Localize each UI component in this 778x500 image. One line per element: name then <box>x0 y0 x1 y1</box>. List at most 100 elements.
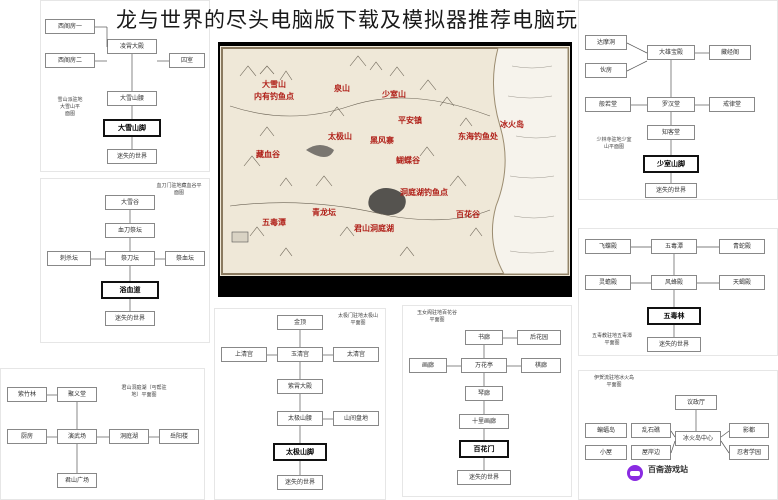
node-binghuodaozhongxin: 冰火岛中心 <box>675 431 721 446</box>
map-label: 百花谷 <box>456 209 480 219</box>
panel-caption: 血刀门驻地藏血谷平 面图 <box>156 183 202 196</box>
node-houhuayuan: 后花园 <box>517 330 561 345</box>
panel-taiji: 太极门驻地太极山 平面图 金顶 上清宫 玉清宫 太清宫 紫霄大殿 太极山腰 山间… <box>214 308 386 500</box>
node-boretang: 般若堂 <box>585 97 631 112</box>
node-yanwuchang: 演武场 <box>57 429 97 444</box>
node-wudulin: 五毒林 <box>647 307 701 325</box>
node-mishi: 迷失的世界 <box>107 149 157 164</box>
node-mishi: 迷失的世界 <box>457 470 511 485</box>
panel-links <box>447 337 521 470</box>
node-shilihualang: 十里画廊 <box>459 414 509 429</box>
panel-caption: 伊贺流驻地冰火岛 平面图 <box>593 375 634 388</box>
node-zizhulin: 紫竹林 <box>7 387 47 402</box>
map-label: 东海钓鱼处 <box>458 131 498 141</box>
node-jinding: 金顶 <box>277 315 323 330</box>
node-mishi: 迷失的世界 <box>105 311 155 326</box>
node-taijishanjiao: 太极山脚 <box>273 443 327 461</box>
panel-shaoshi: 达摩洞 大雄宝殿 藏经阁 伙房 般若堂 罗汉堂 戒律堂 知客堂 少林寺驻地少室 … <box>578 0 778 200</box>
node-jixuetan: 祭血坛 <box>165 251 205 266</box>
node-yuqinggong: 玉清宫 <box>277 347 323 362</box>
node-cangjingge: 藏经阁 <box>709 45 751 60</box>
node-yingdu: 影都 <box>729 423 769 438</box>
node-hualang: 画廊 <box>409 358 447 373</box>
node-luohantang: 罗汉堂 <box>647 97 695 112</box>
bridge-icon <box>231 231 249 243</box>
panel-caption: 五毒教驻地五毒潭 平面图 <box>591 333 632 346</box>
node-damodong: 达摩洞 <box>585 35 627 50</box>
node-wudutan: 五毒潭 <box>651 239 697 254</box>
node-bianfudao: 蝙蝠岛 <box>585 423 627 438</box>
node-renzhexueyuan: 忍者学园 <box>729 445 769 460</box>
map-label: 蝴蝶谷 <box>396 155 420 165</box>
node-fengfengdian: 风蜂殿 <box>651 275 697 290</box>
node-jidaotan: 祭刀坛 <box>105 251 155 266</box>
node-tianxiedian: 天蝎殿 <box>719 275 765 290</box>
panel-caption: 君山洞庭湖（丐帮驻 地）平面图 <box>121 385 167 398</box>
panel-caption: 雪山派驻地 大雪山平 面图 <box>57 97 83 117</box>
node-shulang: 书廊 <box>465 330 503 345</box>
node-xiges1: 西阁房一 <box>45 19 95 34</box>
node-daxiongbaodian: 大雄宝殿 <box>647 45 695 60</box>
node-xiaowu: 小屋 <box>585 445 627 460</box>
node-chufang: 厨房 <box>7 429 47 444</box>
map-label: 平安镇 <box>398 115 422 125</box>
node-jielvtang: 戒律堂 <box>709 97 755 112</box>
map-label: 洞庭湖钓鱼点 <box>400 187 448 197</box>
map-label: 青龙坛 <box>312 207 336 217</box>
node-junshanguangchang: 君山广场 <box>57 473 97 488</box>
node-qiushi: 囚室 <box>169 53 205 68</box>
panel-links <box>267 330 333 475</box>
map-bottom-strip <box>220 278 570 295</box>
node-mishi: 迷失的世界 <box>277 475 323 490</box>
node-xueshanyao: 大雪山腰 <box>107 91 157 106</box>
world-map: 大雪山 内有钓鱼点 泉山 少室山 平安镇 冰火岛 东海钓鱼处 太极山 黑风寨 藏… <box>218 42 572 297</box>
map-label: 藏血谷 <box>256 149 280 159</box>
node-zixiaodadian: 紫霄大殿 <box>277 379 323 394</box>
panel-links <box>631 246 719 337</box>
map-label: 少室山 <box>382 89 406 99</box>
map-label: 内有钓鱼点 <box>254 91 294 101</box>
node-shangqinggong: 上清宫 <box>221 347 267 362</box>
node-luanshijiao: 乱石礁 <box>631 423 671 438</box>
node-feidiedian: 飞蝶殿 <box>585 239 631 254</box>
node-lingchandian: 灵蟾殿 <box>585 275 631 290</box>
panel-wudu: 飞蝶殿 五毒潭 青蛇殿 灵蟾殿 风蜂殿 天蝎殿 五毒林 五毒教驻地五毒潭 平面图… <box>578 228 778 356</box>
node-daxuegu: 大雪谷 <box>105 195 155 210</box>
node-juyitang: 聚义堂 <box>57 387 97 402</box>
panel-junshan: 君山洞庭湖（丐帮驻 地）平面图 紫竹林 聚义堂 厨房 演武场 洞庭湖 岳阳楼 君… <box>0 368 205 500</box>
page-title: 龙与世界的尽头电脑版下载及模拟器推荐电脑玩 <box>116 8 578 32</box>
node-qinlang: 琴廊 <box>465 386 503 401</box>
panel-baihua: 玉女阁驻地百花谷 平面图 书廊 后花园 画廊 万花亭 棋廊 琴廊 十里画廊 百花… <box>402 305 572 497</box>
watermark: 百斋游戏站 <box>622 462 772 484</box>
panel-links <box>91 210 165 311</box>
panel-links <box>95 26 169 149</box>
map-label: 太极山 <box>328 131 352 141</box>
map-label: 泉山 <box>334 83 350 93</box>
node-mishi: 迷失的世界 <box>645 183 697 198</box>
map-label: 黑风寨 <box>370 135 394 145</box>
node-yuxuedao: 浴血道 <box>101 281 159 299</box>
panel-links <box>47 394 159 473</box>
node-dongtinghu: 洞庭湖 <box>109 429 149 444</box>
panel-links <box>670 410 730 454</box>
node-qilang: 棋廊 <box>521 358 561 373</box>
map-terrain <box>221 47 569 275</box>
panel-caption: 少林寺驻地少室 山平面图 <box>596 137 632 150</box>
gamepad-icon <box>627 465 643 481</box>
node-wuanbian: 屋岸边 <box>631 445 671 460</box>
panel-xueshan: 西阁房一 凌霄大殿 西阁房二 囚室 大雪山腰 雪山派驻地 大雪山平 面图 大雪山… <box>40 0 210 172</box>
node-zhiketang: 知客堂 <box>647 125 695 140</box>
node-taiqinggong: 太清宫 <box>333 347 379 362</box>
node-taijishanyao: 太极山腰 <box>277 411 323 426</box>
panel-xuedao: 血刀门驻地藏血谷平 面图 大雪谷 血刀祭坛 刺杀坛 祭刀坛 祭血坛 浴血道 迷失… <box>40 178 210 343</box>
node-shanjianpandi: 山间盘地 <box>333 411 379 426</box>
map-label: 冰火岛 <box>500 119 524 129</box>
node-lingxiao: 凌霄大殿 <box>107 39 157 54</box>
panel-caption: 太极门驻地太极山 平面图 <box>337 313 378 326</box>
node-qingshedian: 青蛇殿 <box>719 239 765 254</box>
node-mishi: 迷失的世界 <box>647 337 701 352</box>
node-yueyanglou: 岳阳楼 <box>159 429 199 444</box>
node-baihuamen: 百花门 <box>459 440 509 458</box>
panel-links <box>626 42 709 183</box>
